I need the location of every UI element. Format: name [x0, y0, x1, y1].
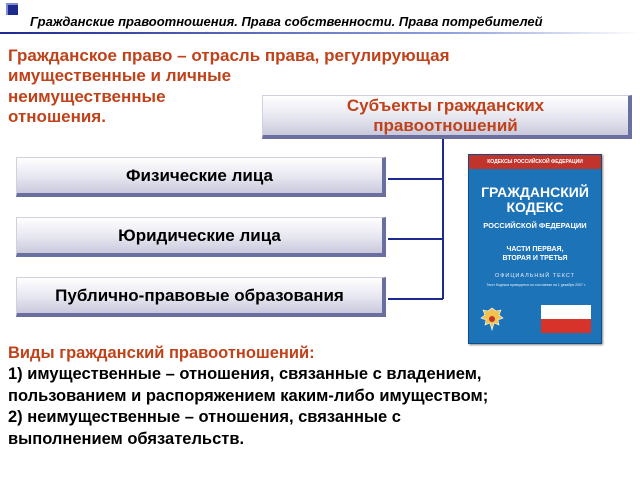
- book-official-text: ОФИЦИАЛЬНЫЙ ТЕКСТ: [494, 273, 576, 279]
- subjects-title-line-1: Субъекты гражданских: [346, 95, 545, 115]
- header-divider: [0, 32, 640, 34]
- book-small-text: Текст Кодекса приводится по состоянию на…: [486, 283, 586, 287]
- slide-title: Гражданские правоотношения. Права собств…: [30, 14, 543, 29]
- subject-item-legal-entities: Юридические лица: [16, 217, 386, 257]
- types-line-3: 2) неимущественные – отношения, связанны…: [8, 408, 401, 427]
- subject-item-public-entities: Публично-правовые образования: [16, 277, 386, 317]
- types-line-4: выполнением обязательств.: [8, 429, 245, 448]
- definition-line-2: имущественные и личные: [8, 66, 232, 86]
- book-flag-red-stripe: [541, 319, 591, 333]
- book-subtitle: РОССИЙСКОЙ ФЕДЕРАЦИИ: [483, 221, 587, 230]
- definition-line-1: Гражданское право – отрасль права, регул…: [8, 46, 450, 65]
- definition-line-3: неимущественные: [8, 86, 166, 106]
- civil-code-book-image: КОДЕКСЫ РОССИЙСКОЙ ФЕДЕРАЦИИ ГРАЖДАНСКИЙ…: [468, 154, 602, 344]
- subjects-heading-box: Субъекты гражданских правоотношений: [262, 95, 632, 139]
- header-bullet-icon: [6, 3, 18, 15]
- types-title: Виды гражданский правоотношений:: [8, 344, 315, 362]
- book-title: ГРАЖДАНСКИЙ КОДЕКС: [469, 184, 601, 216]
- definition-line-4: отношения.: [8, 107, 106, 127]
- book-parts-line-1: ЧАСТИ ПЕРВАЯ,: [506, 246, 564, 253]
- book-parts: ЧАСТИ ПЕРВАЯ, ВТОРАЯ И ТРЕТЬЯ: [469, 245, 601, 263]
- book-flag-white-stripe: [541, 305, 591, 319]
- definition-text: Гражданское право – отрасль права, регул…: [8, 46, 608, 128]
- book-title-line-2: КОДЕКС: [506, 199, 564, 216]
- book-top-band: КОДЕКСЫ РОССИЙСКОЙ ФЕДЕРАЦИИ: [469, 155, 601, 169]
- types-line-2: пользованием и распоряжением каким-либо …: [8, 386, 489, 405]
- book-parts-line-2: ВТОРАЯ И ТРЕТЬЯ: [502, 255, 568, 263]
- types-of-relations: Виды гражданский правоотношений: 1) имущ…: [8, 343, 636, 450]
- subject-item-individuals: Физические лица: [16, 157, 386, 197]
- types-line-1: 1) имущественные – отношения, связанные …: [8, 365, 482, 384]
- subjects-title-line-2: правоотношений: [373, 115, 518, 135]
- book-title-line-1: ГРАЖДАНСКИЙ: [481, 184, 589, 200]
- russian-coat-of-arms-icon: [480, 307, 504, 332]
